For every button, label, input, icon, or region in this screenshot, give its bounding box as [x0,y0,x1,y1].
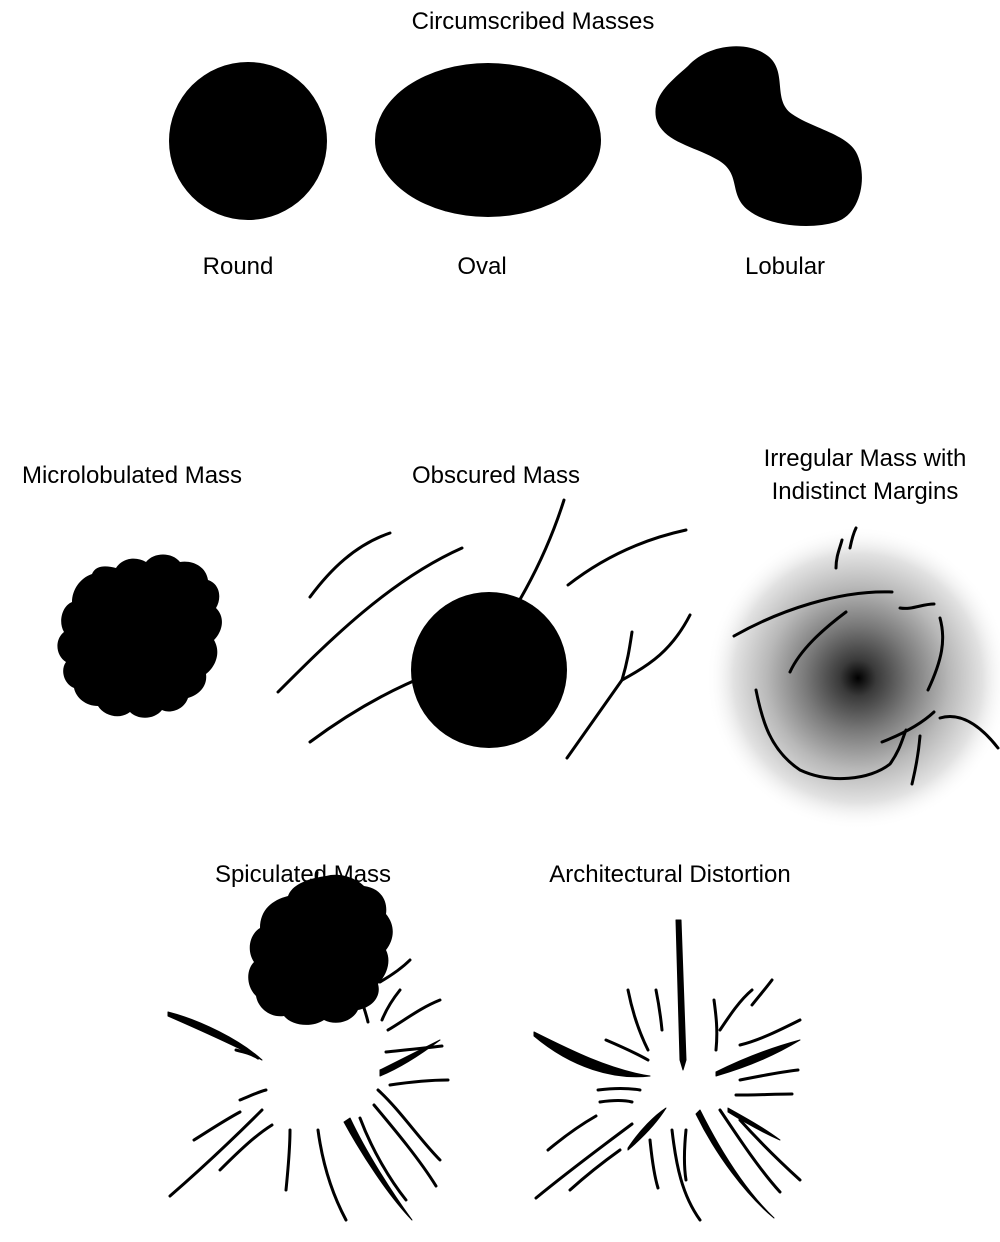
round-mass-shape [169,62,327,220]
lobular-mass-shape [655,46,861,226]
oval-mass-shape [375,63,601,217]
irregular-mass-shape [706,526,1000,830]
obscured-mass-shape [278,500,690,758]
architectural-distortion-shape [534,920,800,1220]
microlobulated-mass-shape [57,555,222,718]
spiculated-mass-shape [168,872,448,1220]
